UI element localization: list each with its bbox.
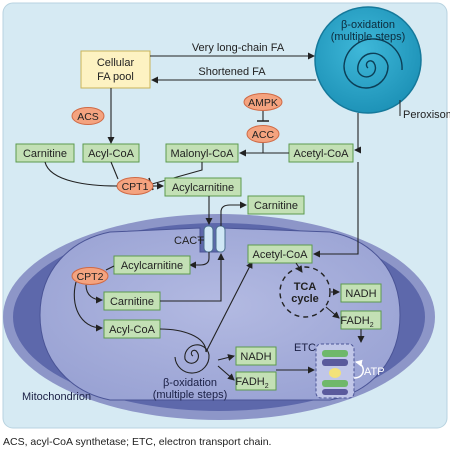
acs-label: ACS <box>77 111 99 123</box>
peroxisome <box>314 6 422 114</box>
etc-label: ETC <box>294 342 316 354</box>
carnitine-cytosol-label: Carnitine <box>23 148 67 160</box>
acyl-coa-matrix-label: Acyl-CoA <box>109 324 156 336</box>
fadh2-bottom-label: FADH2 <box>235 376 268 390</box>
figure-caption: ACS, acyl-CoA synthetase; ETC, electron … <box>3 436 272 448</box>
nadh-bottom-label: NADH <box>240 351 271 363</box>
carnitine-matrix-label: Carnitine <box>110 296 154 308</box>
arrow-cact-to-acylcarnitine-matrix <box>189 252 210 269</box>
arrow-tca-to-fadh2 <box>325 306 340 319</box>
tca-cycle-ring <box>279 266 331 318</box>
tca-cycle-label-line1: TCA <box>294 281 317 293</box>
carnitine-exported-box: Carnitine <box>247 195 305 215</box>
mito-beta-oxidation-title: β-oxidation <box>163 377 217 389</box>
ampk-label: AMPK <box>248 97 278 109</box>
carnitine-cytosol-box: Carnitine <box>15 143 75 163</box>
atp-arrow-icon <box>353 359 364 379</box>
peroxisome-beta-oxidation-title: β-oxidation <box>341 19 395 31</box>
arrow-cact-to-carnitine-out <box>220 201 247 226</box>
acyl-coa-cytosol-label: Acyl-CoA <box>88 148 135 160</box>
acetyl-coa-cytosol-box: Acetyl-CoA <box>288 143 354 163</box>
fadh2-top-box: FADH2 <box>340 310 382 330</box>
acylcarnitine-cytosol-label: Acylcarnitine <box>172 182 234 194</box>
tca-cycle-label-line2: cycle <box>291 293 319 305</box>
very-long-chain-fa-label: Very long-chain FA <box>192 42 285 54</box>
acyl-coa-cytosol-box: Acyl-CoA <box>82 143 140 163</box>
arrow-beta-oxidation-to-acetyl-coa <box>205 261 253 353</box>
cellular-fa-pool-line1: Cellular <box>97 57 135 69</box>
acetyl-coa-matrix-box: Acetyl-CoA <box>247 244 313 264</box>
cpt2-enzyme: CPT2 <box>71 267 109 285</box>
cpt1-enzyme: CPT1 <box>116 177 154 195</box>
mito-beta-oxidation-subtitle: (multiple steps) <box>153 389 228 401</box>
nadh-top-box: NADH <box>340 283 382 303</box>
acs-enzyme: ACS <box>71 107 105 125</box>
arrow-cpt2-to-acyl-coa <box>73 281 103 332</box>
arrow-cytosol-acetyl-coa-into-mito <box>313 162 359 258</box>
carnitine-matrix-box: Carnitine <box>103 291 161 311</box>
acylcarnitine-matrix-label: Acylcarnitine <box>121 260 183 272</box>
acetyl-coa-matrix-label: Acetyl-CoA <box>252 249 308 261</box>
cpt1-label: CPT1 <box>122 181 149 193</box>
malonyl-coa-label: Malonyl-CoA <box>171 148 235 160</box>
carnitine-exported-label: Carnitine <box>254 200 298 212</box>
acylcarnitine-matrix-box: Acylcarnitine <box>113 255 191 275</box>
acc-enzyme: ACC <box>246 125 280 143</box>
fadh2-top-label: FADH2 <box>340 315 373 329</box>
arrow-acyl-coa-into-cpt1 <box>110 161 119 180</box>
ampk-enzyme: AMPK <box>243 93 283 111</box>
peroxisome-spiral <box>343 38 403 89</box>
arrow-carnitine-acyl-coa-to-cpt1 <box>44 161 118 187</box>
arrow-beta-oxidation-to-nadh <box>217 354 235 361</box>
peroxisome-label: Peroxisome <box>403 109 450 121</box>
nadh-bottom-box: NADH <box>235 346 277 366</box>
malonyl-coa-box: Malonyl-CoA <box>165 143 239 163</box>
mitochondrion-label: Mitochondrion <box>22 391 91 403</box>
arrow-acylcarnitine-to-cpt2 <box>105 265 115 271</box>
cellular-fa-pool-box: Cellular FA pool <box>80 50 151 89</box>
cact-label: CACT <box>174 235 204 247</box>
atp-label: ATP <box>364 366 385 378</box>
acylcarnitine-cytosol-box: Acylcarnitine <box>164 177 242 197</box>
peroxisome-beta-oxidation-subtitle: (multiple steps) <box>331 31 406 43</box>
mitochondrial-beta-oxidation-spiral <box>174 344 210 374</box>
acetyl-coa-cytosol-label: Acetyl-CoA <box>293 148 349 160</box>
acc-label: ACC <box>252 129 275 141</box>
etc-complexes <box>322 350 348 395</box>
arrow-beta-oxidation-to-fadh2 <box>217 365 235 381</box>
arrow-carnitine-back-to-cact <box>160 253 225 302</box>
cact-transporter <box>203 225 226 253</box>
acyl-coa-matrix-box: Acyl-CoA <box>103 319 161 339</box>
cpt2-label: CPT2 <box>77 271 104 283</box>
arrow-cpt2-to-carnitine <box>85 284 103 304</box>
fadh2-bottom-box: FADH2 <box>235 371 277 391</box>
shortened-fa-label: Shortened FA <box>198 66 266 78</box>
cellular-fa-pool-line2: FA pool <box>97 71 134 83</box>
nadh-top-label: NADH <box>345 288 376 300</box>
